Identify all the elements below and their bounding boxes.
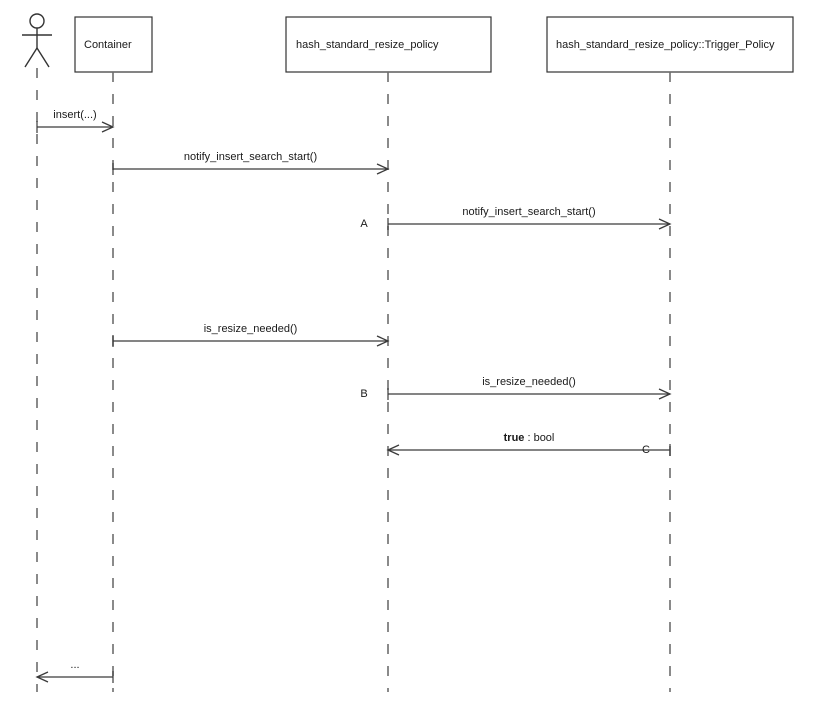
lifeline-box-trigger-policy-label: hash_standard_resize_policy::Trigger_Pol… [556,39,775,51]
lifeline-box-container[interactable]: Container [74,16,153,73]
messages-layer: insert(...)notify_insert_search_start()n… [35,109,672,683]
message-arrowhead-icon [658,388,672,400]
message-label: is_resize_needed() [204,323,298,335]
message-arrowhead-icon [376,335,390,347]
message-label: is_resize_needed() [482,376,576,388]
message-sequence-marker: B [360,388,367,400]
message-sequence-marker: C [642,444,650,456]
message-arrowhead-icon [35,671,49,683]
message-label: notify_insert_search_start() [184,151,317,163]
message-m2[interactable]: notify_insert_search_start() [112,151,390,175]
message-label: true : bool [504,432,555,444]
lifeline-box-trigger-policy[interactable]: hash_standard_resize_policy::Trigger_Pol… [546,16,794,73]
message-label: ... [70,659,79,671]
message-arrowhead-icon [658,218,672,230]
message-arrowhead-icon [376,163,390,175]
message-m3[interactable]: notify_insert_search_start() A [360,206,672,230]
lifeline-box-policy-label: hash_standard_resize_policy [296,39,439,51]
message-m1[interactable]: insert(...) [36,109,115,133]
message-arrowhead-icon [386,444,400,456]
lifeline-box-container-label: Container [84,39,132,51]
message-m5[interactable]: is_resize_needed() B [360,376,672,400]
actor-figure [22,13,52,68]
message-m7[interactable]: ... [35,659,114,683]
lifeline-box-policy[interactable]: hash_standard_resize_policy [285,16,492,73]
message-label: insert(...) [53,109,96,121]
message-sequence-marker: A [360,218,368,230]
message-label: notify_insert_search_start() [462,206,595,218]
message-m4[interactable]: is_resize_needed() [112,323,390,347]
message-arrowhead-icon [101,121,115,133]
